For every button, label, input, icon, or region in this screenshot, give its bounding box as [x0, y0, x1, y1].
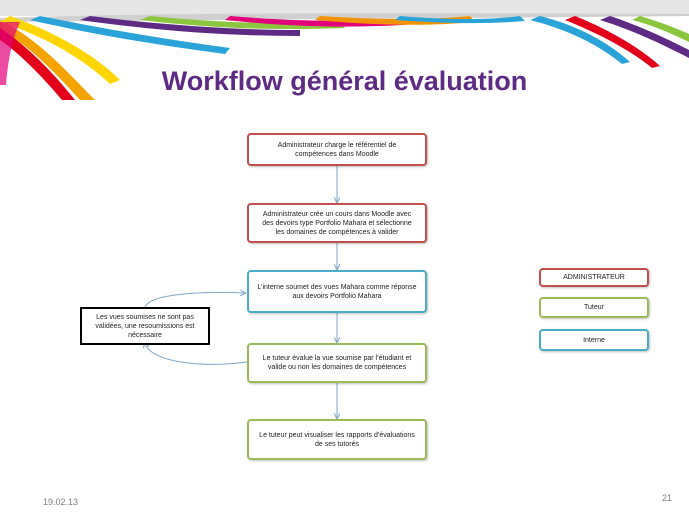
step-interne-submit-views: L’interne soumet des vues Mahara comme r… [247, 270, 427, 313]
legend-tuteur: Tuteur [539, 297, 649, 318]
legend-tuteur-label: Tuteur [584, 304, 604, 311]
slide-title: Workflow général évaluation [161, 66, 528, 96]
legend-interne-label: Interne [583, 336, 605, 344]
step-3-text: L’interne soumet des vues Mahara comme r… [257, 283, 417, 300]
step-2-text: Administrateur crée un cours dans Moodle… [262, 210, 412, 236]
legend-administrateur: ADMINISTRATEUR [539, 268, 649, 287]
step-admin-load-framework: Administrateur charge le référentiel de … [247, 133, 427, 166]
resubmission-note-text: Les vues soumises ne sont pas validées, … [95, 313, 195, 339]
arrow-note-to-step3 [144, 292, 245, 308]
step-5-text: Le tuteur peut visualiser les rapports d… [259, 431, 415, 448]
slide-date: 19.02.13 [43, 497, 79, 507]
step-admin-create-course: Administrateur crée un cours dans Moodle… [247, 203, 427, 243]
step-1-text: Administrateur charge le référentiel de … [277, 141, 397, 158]
legend-interne: Interne [539, 329, 649, 351]
resubmission-note: Les vues soumises ne sont pas validées, … [80, 307, 210, 345]
slide-page-number: 21 [662, 493, 673, 503]
step-tutor-view-reports: Le tuteur peut visualiser les rapports d… [247, 419, 427, 460]
step-tutor-evaluate: Le tuteur évalue la vue soumise par l’ét… [247, 343, 427, 383]
legend-administrateur-label: ADMINISTRATEUR [563, 274, 625, 281]
step-4-text: Le tuteur évalue la vue soumise par l’ét… [262, 355, 412, 371]
arrow-step4-to-note [145, 343, 248, 365]
decorative-banner [0, 0, 689, 100]
